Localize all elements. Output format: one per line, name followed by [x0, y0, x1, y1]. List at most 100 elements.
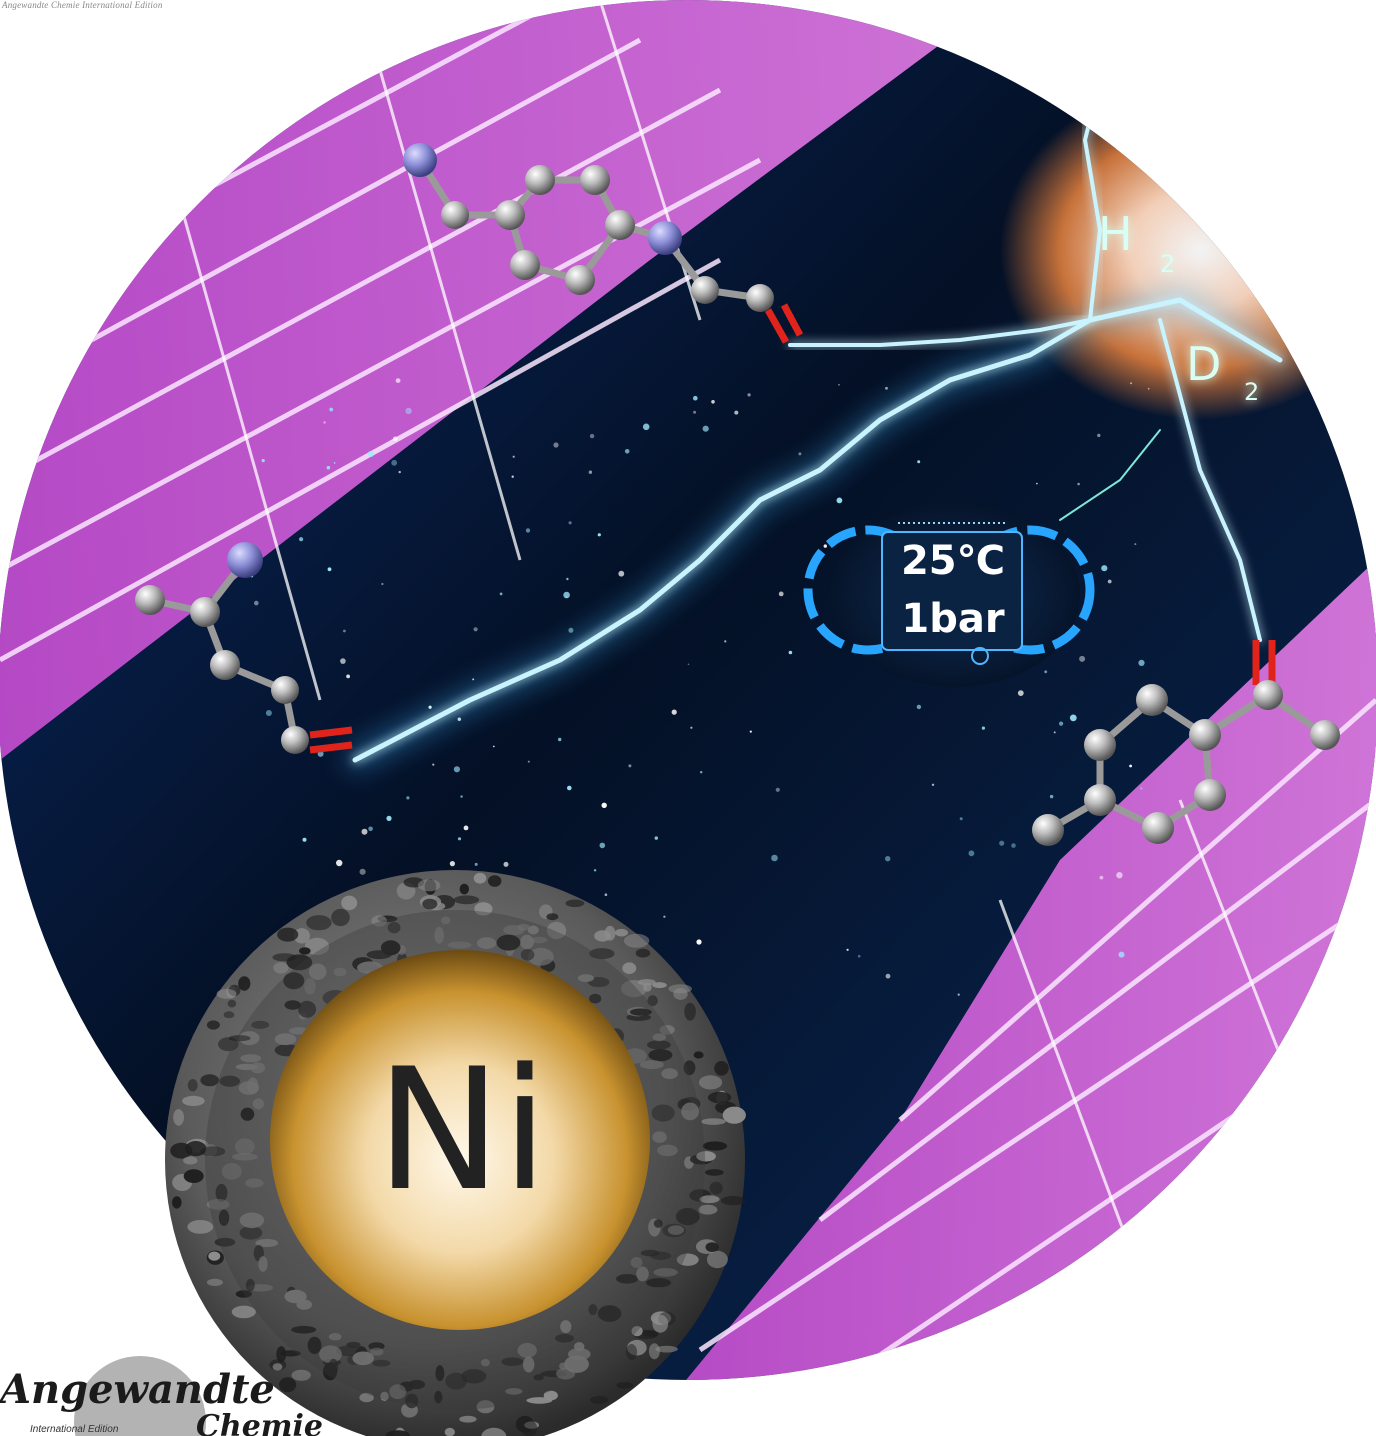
shell-pore — [648, 1049, 673, 1062]
shell-pore — [653, 1219, 663, 1228]
shell-pore — [183, 1156, 198, 1165]
shell-pore — [668, 984, 692, 994]
shell-pore — [505, 1388, 523, 1395]
shell-pore — [304, 937, 330, 956]
star — [931, 783, 935, 786]
star — [1134, 543, 1137, 546]
star — [493, 745, 495, 748]
star — [1116, 872, 1123, 879]
shell-pore — [651, 1104, 675, 1122]
star — [1049, 794, 1054, 799]
star — [1036, 482, 1038, 485]
molecule-right — [1032, 640, 1340, 846]
shell-pore — [523, 1356, 535, 1373]
star — [302, 837, 307, 842]
shell-pore — [706, 1250, 728, 1269]
shell-pore — [623, 933, 650, 948]
shell-pore — [245, 1178, 264, 1188]
shell-pore — [555, 1333, 574, 1343]
star — [368, 826, 373, 832]
star — [568, 627, 574, 633]
star — [566, 577, 569, 581]
shell-pore — [227, 999, 237, 1008]
shell-pore — [276, 1346, 287, 1363]
star — [687, 663, 690, 666]
shell-pore — [304, 978, 316, 995]
star — [968, 850, 975, 857]
shell-pore — [604, 925, 616, 941]
shell-pore — [533, 1374, 544, 1381]
temperature-label: 25℃ — [901, 538, 1005, 584]
star — [512, 455, 515, 458]
shell-pore — [701, 1118, 726, 1125]
star — [472, 678, 475, 681]
star — [381, 582, 384, 586]
star — [367, 451, 374, 457]
star — [261, 459, 265, 463]
star — [553, 442, 559, 448]
star — [432, 763, 435, 766]
shell-pore — [239, 1212, 265, 1229]
star — [846, 948, 849, 951]
shell-pore — [589, 948, 615, 960]
shell-pore — [520, 934, 534, 950]
shell-pore — [200, 1146, 226, 1157]
shell-pore — [459, 1415, 477, 1423]
shell-pore — [218, 1209, 230, 1226]
shell-pore — [630, 1008, 652, 1016]
shell-pore — [496, 934, 521, 951]
star — [836, 497, 843, 504]
star — [702, 425, 709, 432]
shell-pore — [473, 872, 487, 884]
porous-shell-texture — [170, 872, 746, 1436]
shell-pore — [235, 1138, 255, 1155]
star — [1118, 951, 1125, 958]
shell-pore — [650, 1251, 672, 1261]
shell-pore — [231, 1305, 256, 1319]
star — [663, 915, 666, 918]
shell-pore — [461, 1369, 487, 1384]
molecule-top — [403, 143, 804, 344]
star — [711, 400, 715, 404]
shell-pore — [676, 1253, 699, 1266]
star — [593, 869, 597, 872]
shell-pore — [187, 1079, 198, 1092]
shell-pore — [527, 925, 539, 935]
star — [671, 709, 677, 715]
shell-pore — [232, 1153, 258, 1161]
shell-pore — [546, 913, 559, 921]
shell-pore — [657, 1144, 678, 1157]
shell-pore — [520, 949, 535, 961]
shell-pore — [622, 962, 637, 974]
logo-word-angewandte: Angewandte — [0, 1366, 275, 1413]
star — [398, 470, 401, 474]
gas-label-h: H — [1098, 207, 1133, 261]
star — [265, 710, 272, 716]
shell-pore — [308, 963, 327, 980]
star — [1138, 659, 1145, 667]
star — [1069, 714, 1077, 722]
shell-pore — [215, 1183, 228, 1202]
star — [391, 459, 398, 466]
shell-pore — [709, 1181, 723, 1195]
shell-pore — [328, 1333, 342, 1341]
shell-pore — [564, 1355, 589, 1373]
shell-pore — [228, 1035, 251, 1042]
shell-pore — [652, 1314, 669, 1333]
shell-pore — [255, 1239, 279, 1247]
shell-pore — [258, 1256, 268, 1272]
star — [624, 449, 630, 454]
gas-label-h-sub: 2 — [1160, 250, 1175, 278]
star — [693, 395, 698, 401]
shell-pore — [306, 915, 332, 931]
star — [457, 717, 461, 721]
journal-logo: Angewandte Chemie International Edition — [0, 1356, 323, 1436]
star — [395, 378, 401, 383]
star — [700, 771, 703, 774]
star — [917, 460, 921, 464]
star — [724, 640, 727, 643]
shell-pore — [702, 1141, 728, 1151]
star — [568, 521, 572, 525]
shell-pore — [216, 988, 237, 999]
star — [1101, 565, 1108, 572]
